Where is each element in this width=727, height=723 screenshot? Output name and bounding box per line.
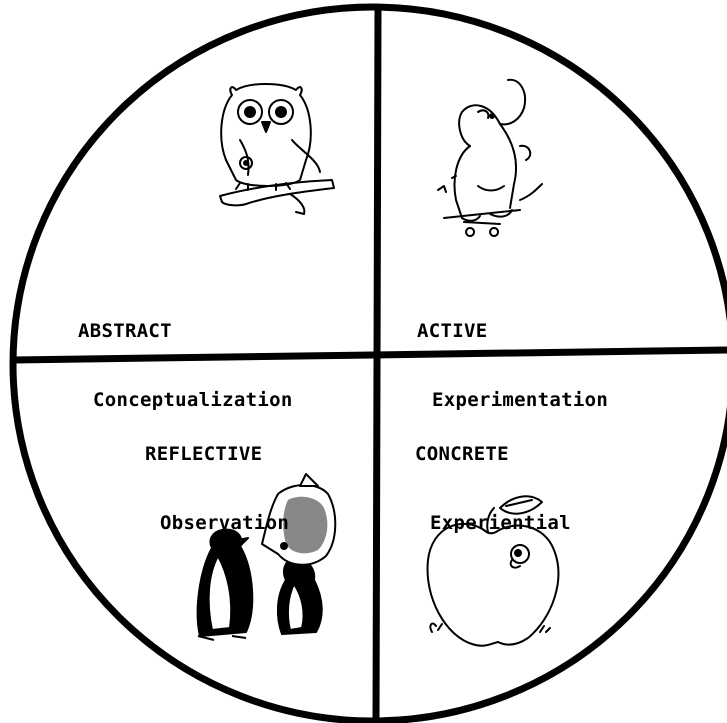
abstract-title: ABSTRACT	[78, 320, 172, 342]
elephant-icon	[437, 78, 543, 237]
outer-circle	[9, 3, 727, 723]
reflective-subtitle: Observation	[160, 512, 290, 534]
owl-icon	[219, 83, 335, 215]
reflective-title: REFLECTIVE	[145, 443, 263, 465]
vertical-divider	[372, 9, 382, 721]
concrete-experiential-label: CONCRETE Experiential	[415, 397, 571, 558]
active-title: ACTIVE	[417, 320, 488, 342]
circle-frame	[9, 3, 727, 723]
penguins-and-fish-icon	[196, 473, 337, 641]
active-experimentation-label: ACTIVE Experimentation	[417, 274, 608, 435]
abstract-conceptualization-label: ABSTRACT Conceptualization	[78, 274, 293, 435]
abstract-subtitle: Conceptualization	[93, 389, 293, 411]
horizontal-divider	[13, 346, 727, 364]
concrete-title: CONCRETE	[415, 443, 509, 465]
reflective-observation-label: REFLECTIVE Observation	[145, 397, 289, 558]
apple-with-worm-icon	[426, 495, 560, 647]
active-subtitle: Experimentation	[432, 389, 609, 411]
concrete-subtitle: Experiential	[430, 512, 571, 534]
